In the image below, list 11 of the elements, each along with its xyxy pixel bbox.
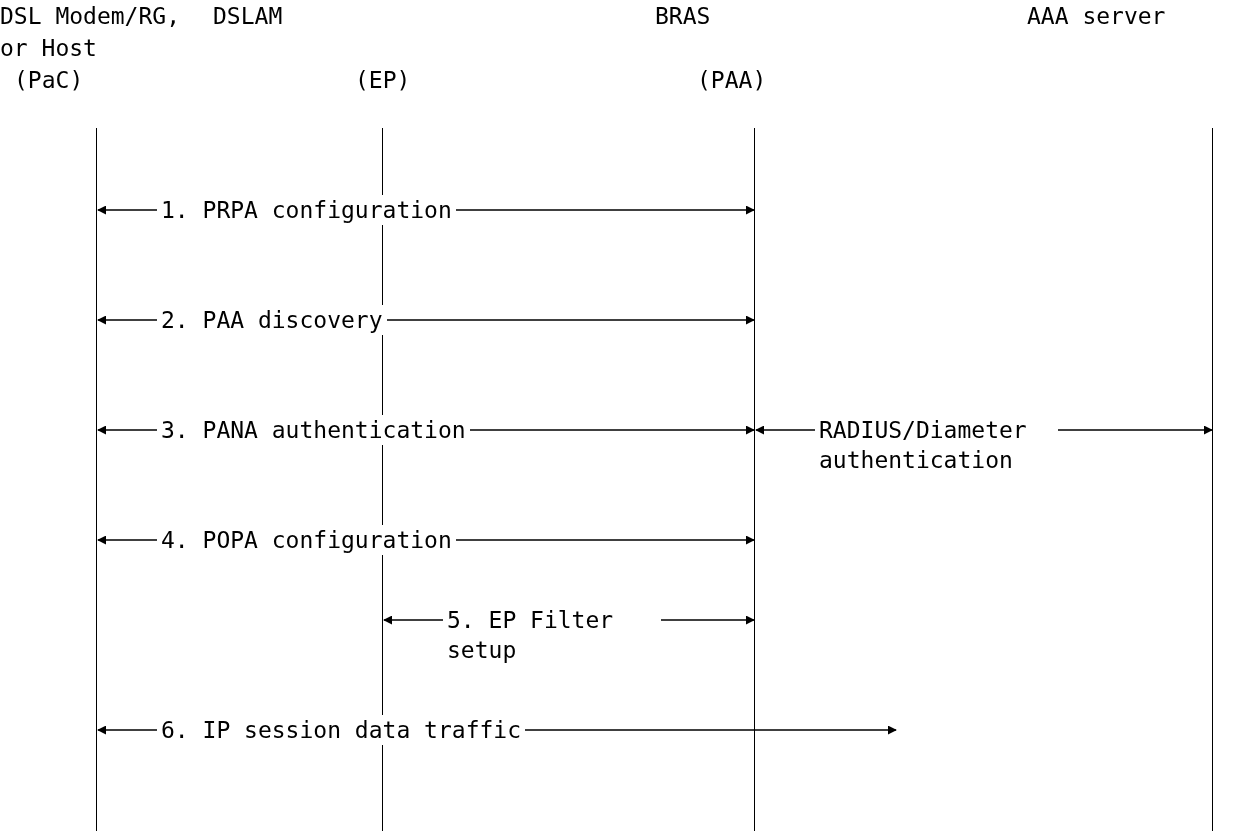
message-label: 2. PAA discovery [157, 305, 387, 335]
message-label: 6. IP session data traffic [157, 715, 526, 745]
participant-name: BRAS [655, 2, 712, 31]
message-label: 4. POPA configuration [157, 525, 456, 555]
message-label: 3. PANA authentication [157, 415, 470, 445]
participant-role: (PaC) [14, 66, 85, 95]
message-label: 1. PRPA configuration [157, 195, 456, 225]
participant-role: (PAA) [697, 66, 768, 95]
participant-name: DSL Modem/RG, or Host [0, 2, 181, 63]
participant-name: DSLAM [213, 2, 284, 31]
participant-name: AAA server [1027, 2, 1167, 31]
